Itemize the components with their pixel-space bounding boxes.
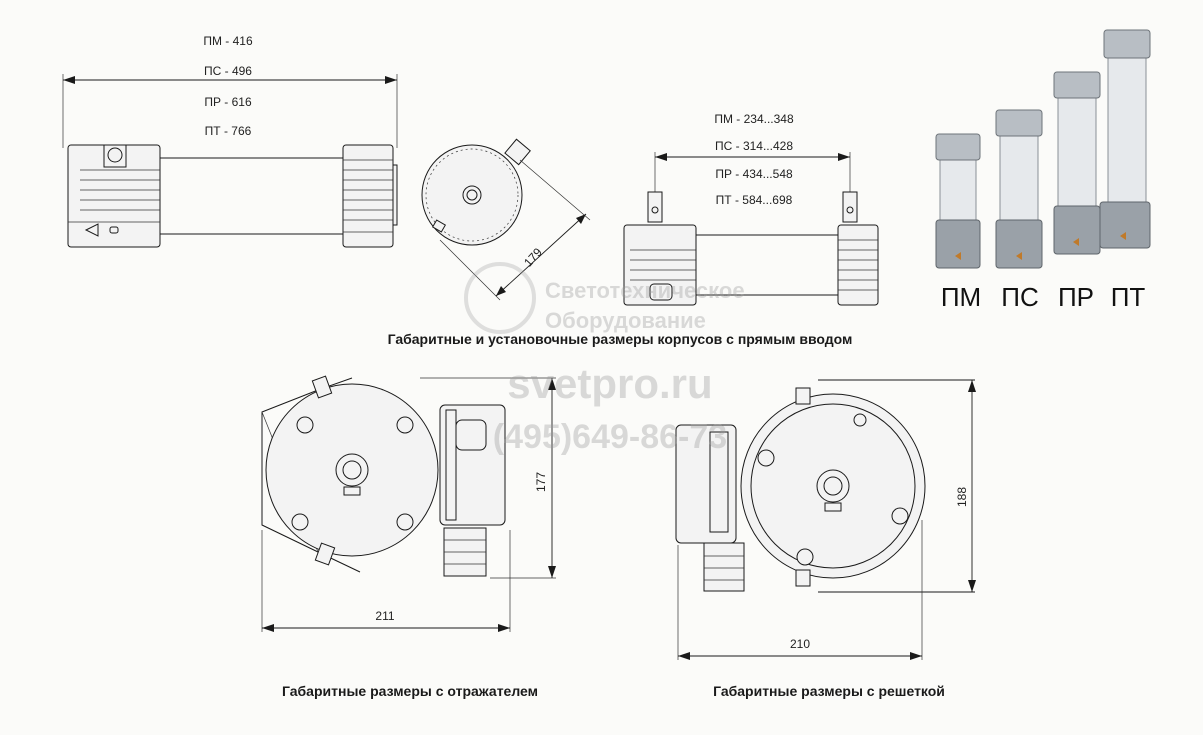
side-view-housing xyxy=(62,74,398,248)
mount-label-ps: ПС - 314...428 xyxy=(715,139,793,153)
caption-reflector: Габаритные размеры с отражателем xyxy=(282,683,538,699)
model-label-pm: ПМ xyxy=(941,282,981,312)
model-label-pt: ПТ xyxy=(1111,282,1146,312)
reflector-view xyxy=(261,375,556,632)
mount-label-pt: ПТ - 584...698 xyxy=(716,193,793,207)
watermark-logo-icon xyxy=(464,262,536,334)
dim-211: 211 xyxy=(375,609,394,623)
model-label-ps: ПС xyxy=(1001,282,1038,312)
dim-179: 179 xyxy=(521,245,545,269)
watermark-phone: (495)649-86-73 xyxy=(493,418,727,456)
length-label-ps: ПС - 496 xyxy=(204,64,252,78)
product-lineup-illustration xyxy=(935,29,1151,269)
watermark-line1: Светотехническое xyxy=(545,278,745,303)
watermark-site: svetpro.ru xyxy=(507,360,712,407)
mount-label-pr: ПР - 434...548 xyxy=(715,167,793,181)
mount-label-pm: ПМ - 234...348 xyxy=(714,112,794,126)
length-label-pm: ПМ - 416 xyxy=(203,34,253,48)
caption-grid: Габаритные размеры с решеткой xyxy=(713,683,945,699)
dim-188: 188 xyxy=(955,487,969,507)
watermark-line2: Оборудование xyxy=(545,308,706,333)
mounting-view-housing xyxy=(623,152,879,306)
dim-177: 177 xyxy=(534,472,548,492)
length-label-pr: ПР - 616 xyxy=(204,95,252,109)
model-label-pr: ПР xyxy=(1058,282,1094,312)
length-label-pt: ПТ - 766 xyxy=(205,124,252,138)
end-view-housing xyxy=(421,138,591,301)
grid-view xyxy=(675,379,976,660)
watermark: Светотехническое Оборудование svetpro.ru… xyxy=(464,262,745,456)
dim-210: 210 xyxy=(790,637,810,651)
caption-direct-entry: Габаритные и установочные размеры корпус… xyxy=(388,331,853,347)
